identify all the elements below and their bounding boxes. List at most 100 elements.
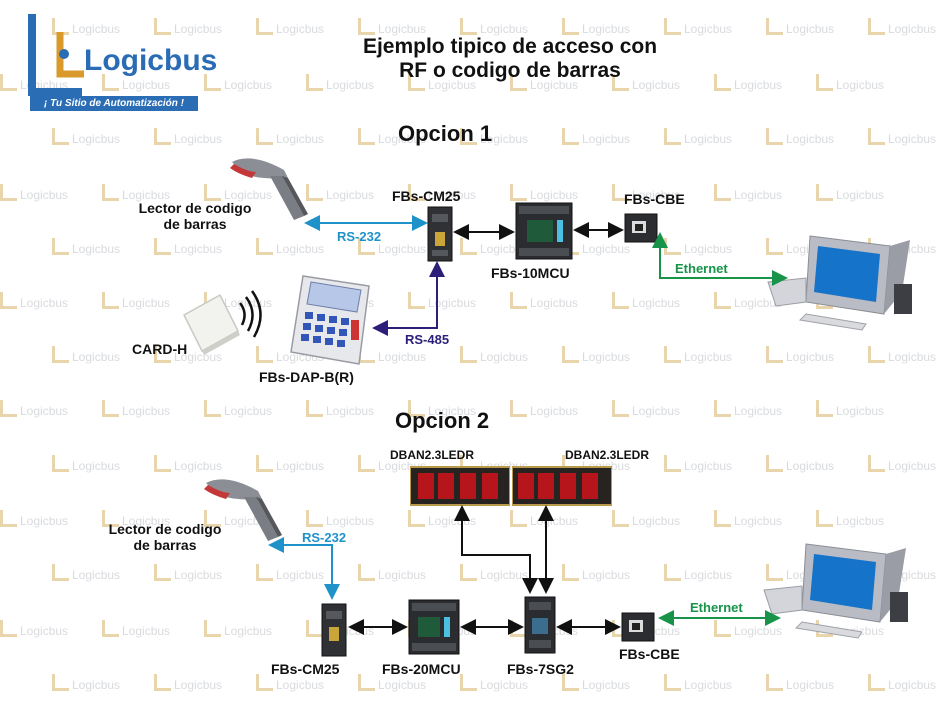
watermark-text: Logicbus	[510, 292, 578, 310]
watermark-text: Logicbus	[460, 674, 528, 692]
option2-mcu-label: FBs-20MCU	[382, 661, 461, 677]
watermark-text: Logicbus	[154, 455, 222, 473]
watermark-text: Logicbus	[714, 74, 782, 92]
led-display-left-icon	[410, 466, 510, 506]
watermark-text: Logicbus	[358, 674, 426, 692]
cbe-ethernet-module-icon	[621, 612, 655, 642]
watermark-text: Logicbus	[408, 184, 476, 202]
rs232-label: RS-232	[337, 229, 382, 244]
ethernet-link-1	[652, 232, 788, 286]
watermark-text: Logicbus	[306, 510, 374, 528]
watermark-text: Logicbus	[460, 128, 528, 146]
option1-scanner-label-line2: de barras	[163, 216, 227, 232]
option1-mcu-label: FBs-10MCU	[491, 265, 570, 281]
page-title: Ejemplo tipico de acceso con RF o codigo…	[300, 35, 720, 83]
watermark-text: Logicbus	[154, 18, 222, 36]
option1-cm25-label: FBs-CM25	[392, 188, 461, 204]
card-reader-icon	[183, 290, 262, 355]
option2-cm25-label: FBs-CM25	[271, 661, 340, 677]
logo-mark-icon	[28, 14, 84, 96]
logo-name: Logicbus	[84, 44, 218, 77]
watermark-text: Logicbus	[0, 184, 68, 202]
rs485-label: RS-485	[405, 332, 450, 347]
watermark-text: Logicbus	[868, 18, 936, 36]
watermark-text: Logicbus	[664, 18, 732, 36]
watermark-text: Logicbus	[664, 455, 732, 473]
watermark-text: Logicbus	[52, 455, 120, 473]
watermark-text: Logicbus	[408, 400, 476, 418]
watermark-text: Logicbus	[816, 400, 884, 418]
watermark-text: Logicbus	[154, 128, 222, 146]
led-display-right-icon	[512, 466, 612, 506]
watermark-text: Logicbus	[562, 564, 630, 582]
cbe-ethernet-module-icon	[624, 213, 658, 243]
watermark-text: Logicbus	[256, 128, 324, 146]
option2-scanner-label-line2: de barras	[133, 537, 197, 553]
watermark-text: Logicbus	[664, 128, 732, 146]
option1-cbe-label: FBs-CBE	[624, 191, 685, 207]
watermark-text: Logicbus	[612, 400, 680, 418]
option2-scanner-label: Lector de codigo de barras	[95, 521, 235, 553]
watermark-text: Logicbus	[52, 238, 120, 256]
option2-display-left-label: DBAN2.3LEDR	[390, 448, 475, 462]
watermark-text: Logicbus	[52, 346, 120, 364]
watermark-text: Logicbus	[714, 292, 782, 310]
ethernet-label: Ethernet	[675, 261, 728, 276]
watermark-text: Logicbus	[612, 292, 680, 310]
watermark-text: Logicbus	[868, 674, 936, 692]
watermark-text: Logicbus	[204, 74, 272, 92]
watermark-text: Logicbus	[256, 238, 324, 256]
watermark-text: Logicbus	[766, 346, 834, 364]
option2-scanner-label-line1: Lector de codigo	[108, 521, 222, 537]
watermark-text: Logicbus	[664, 346, 732, 364]
watermark-text: Logicbus	[816, 510, 884, 528]
option1-scanner-label-line1: Lector de codigo	[138, 200, 252, 216]
watermark-text: Logicbus	[102, 400, 170, 418]
watermark-text: Logicbus	[256, 455, 324, 473]
watermark-text: Logicbus	[868, 128, 936, 146]
watermark-text: Logicbus	[562, 346, 630, 364]
watermark-text: Logicbus	[358, 238, 426, 256]
watermark-text: Logicbus	[102, 292, 170, 310]
logo: Logicbus ¡ Tu Sitio de Automatización !	[26, 12, 217, 112]
watermark-text: Logicbus	[868, 346, 936, 364]
watermark-text: Logicbus	[154, 346, 222, 364]
plc-20mcu-icon	[408, 599, 460, 655]
watermark-text: Logicbus	[52, 674, 120, 692]
watermark-text: Logicbus	[0, 510, 68, 528]
watermark-text: Logicbus	[714, 400, 782, 418]
watermark-text: Logicbus	[154, 238, 222, 256]
watermark-text: Logicbus	[510, 400, 578, 418]
watermark-text: Logicbus	[408, 74, 476, 92]
ethernet-label-2: Ethernet	[690, 600, 743, 615]
computer-icon	[767, 235, 912, 331]
watermark-text: Logicbus	[460, 18, 528, 36]
watermark-text: Logicbus	[306, 74, 374, 92]
barcode-scanner-icon	[230, 158, 308, 220]
watermark-text: Logicbus	[766, 455, 834, 473]
watermark-text: Logicbus	[306, 400, 374, 418]
watermark-text: Logicbus	[204, 620, 272, 638]
watermark-text: Logicbus	[102, 620, 170, 638]
watermark-text: Logicbus	[102, 510, 170, 528]
watermark-text: Logicbus	[766, 18, 834, 36]
title-line-1: Ejemplo tipico de acceso con	[362, 35, 658, 58]
option2-heading: Opcion 2	[395, 408, 490, 433]
option1-scanner-label: Lector de codigo de barras	[125, 200, 265, 232]
watermark-text: Logicbus	[714, 510, 782, 528]
watermark-text: Logicbus	[562, 128, 630, 146]
sg2-module-icon	[524, 596, 556, 654]
watermark-text: Logicbus	[358, 564, 426, 582]
watermark-text: Logicbus	[714, 184, 782, 202]
option1-dap-label: FBs-DAP-B(R)	[259, 369, 354, 385]
cm25-module-icon	[427, 206, 453, 262]
option1-card-label: CARD-H	[132, 341, 188, 357]
option2-cbe-label: FBs-CBE	[619, 646, 680, 662]
option2-sg2-label: FBs-7SG2	[507, 661, 574, 677]
watermark-text: Logicbus	[562, 674, 630, 692]
barcode-scanner-icon	[204, 479, 282, 541]
watermark-text: Logicbus	[612, 184, 680, 202]
watermark-text: Logicbus	[358, 128, 426, 146]
cm25-module-icon	[321, 603, 347, 657]
